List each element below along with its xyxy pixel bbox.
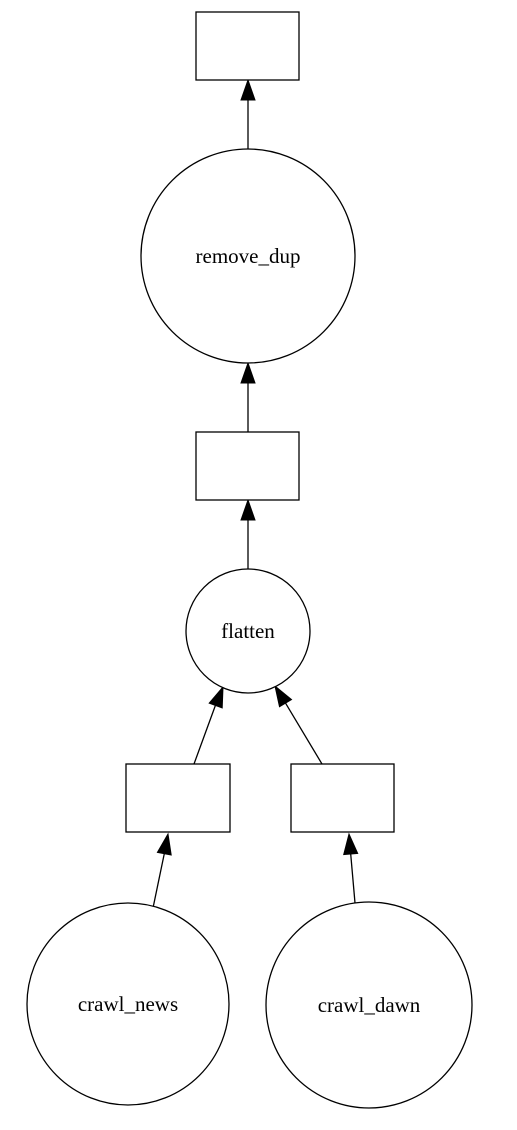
- edge-box-right-to-flatten: [274, 684, 323, 765]
- output-box-node: [195, 11, 300, 81]
- crawl-news-node: crawl_news: [26, 902, 230, 1106]
- edge-box-left-to-flatten: [193, 685, 224, 765]
- left-box-node: [125, 763, 231, 833]
- right-box-node: [290, 763, 395, 833]
- crawl-dawn-label: crawl_dawn: [318, 993, 421, 1017]
- edge-crawl-dawn-to-box-right: [343, 832, 359, 904]
- intermediate-box-node: [195, 431, 300, 501]
- crawl-news-label: crawl_news: [78, 992, 178, 1016]
- edge-crawl-news-to-box-left: [152, 832, 172, 909]
- edge-box-mid-to-remove-dup: [240, 361, 256, 432]
- edge-remove-dup-to-output: [240, 78, 256, 150]
- remove-dup-label: remove_dup: [196, 244, 301, 268]
- edge-flatten-to-box-mid: [240, 498, 256, 570]
- flatten-label: flatten: [221, 619, 275, 643]
- remove-dup-node: remove_dup: [140, 148, 356, 364]
- flatten-node: flatten: [185, 568, 311, 694]
- nodes: remove_dup flatten crawl_news crawl_dawn: [26, 11, 473, 1109]
- edges: [152, 78, 359, 909]
- crawl-dawn-node: crawl_dawn: [265, 901, 473, 1109]
